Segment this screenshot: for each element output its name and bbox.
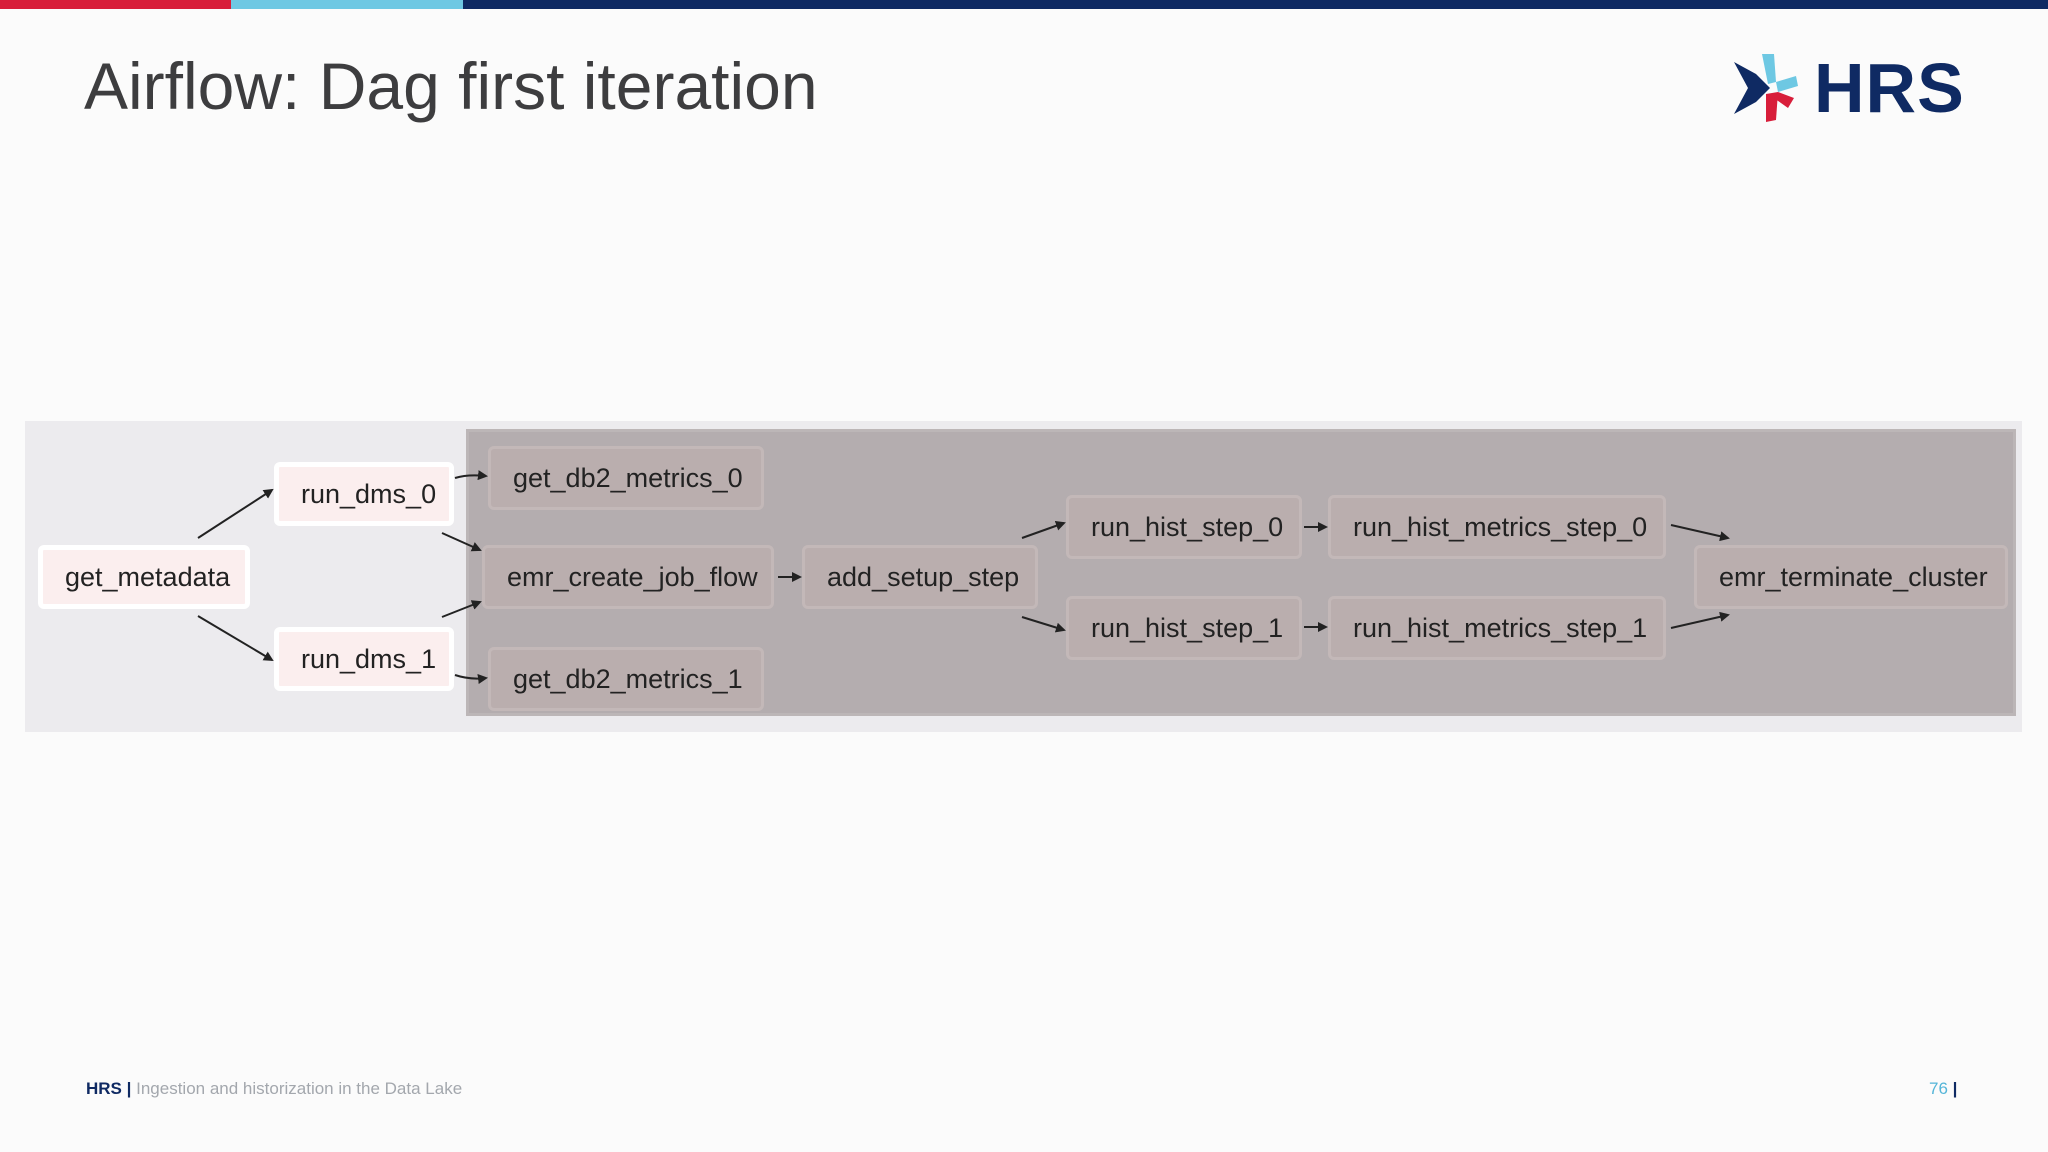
node-emr-create-job-flow[interactable]: emr_create_job_flow [482, 545, 774, 609]
accent-blue-segment [231, 0, 463, 9]
hrs-star-icon [1734, 54, 1798, 122]
logo-text: HRS [1814, 49, 1965, 127]
node-run-hist-metrics-step-1[interactable]: run_hist_metrics_step_1 [1328, 596, 1666, 660]
page-number-value: 76 [1929, 1079, 1948, 1098]
node-run-hist-metrics-step-0[interactable]: run_hist_metrics_step_0 [1328, 495, 1666, 559]
node-run-dms-1[interactable]: run_dms_1 [274, 627, 454, 691]
node-run-hist-step-1[interactable]: run_hist_step_1 [1066, 596, 1302, 660]
node-add-setup-step[interactable]: add_setup_step [802, 545, 1038, 609]
accent-red-segment [0, 0, 231, 9]
slide-title: Airflow: Dag first iteration [84, 49, 818, 123]
footer-text: Ingestion and historization in the Data … [136, 1079, 463, 1098]
node-get-metadata[interactable]: get_metadata [38, 545, 250, 609]
accent-navy-segment [463, 0, 2048, 9]
footer-brand: HRS | [86, 1079, 132, 1098]
hrs-logo: HRS [1730, 52, 1970, 124]
node-get-db2-metrics-0[interactable]: get_db2_metrics_0 [488, 446, 764, 510]
page-number-bar: | [1952, 1079, 1958, 1098]
page-number: 76 | [1929, 1079, 1957, 1099]
node-run-dms-0[interactable]: run_dms_0 [274, 462, 454, 526]
node-emr-terminate-cluster[interactable]: emr_terminate_cluster [1694, 545, 2008, 609]
node-get-db2-metrics-1[interactable]: get_db2_metrics_1 [488, 647, 764, 711]
slide-footer: HRS | Ingestion and historization in the… [86, 1079, 462, 1099]
top-accent-bar [0, 0, 2048, 9]
node-run-hist-step-0[interactable]: run_hist_step_0 [1066, 495, 1302, 559]
